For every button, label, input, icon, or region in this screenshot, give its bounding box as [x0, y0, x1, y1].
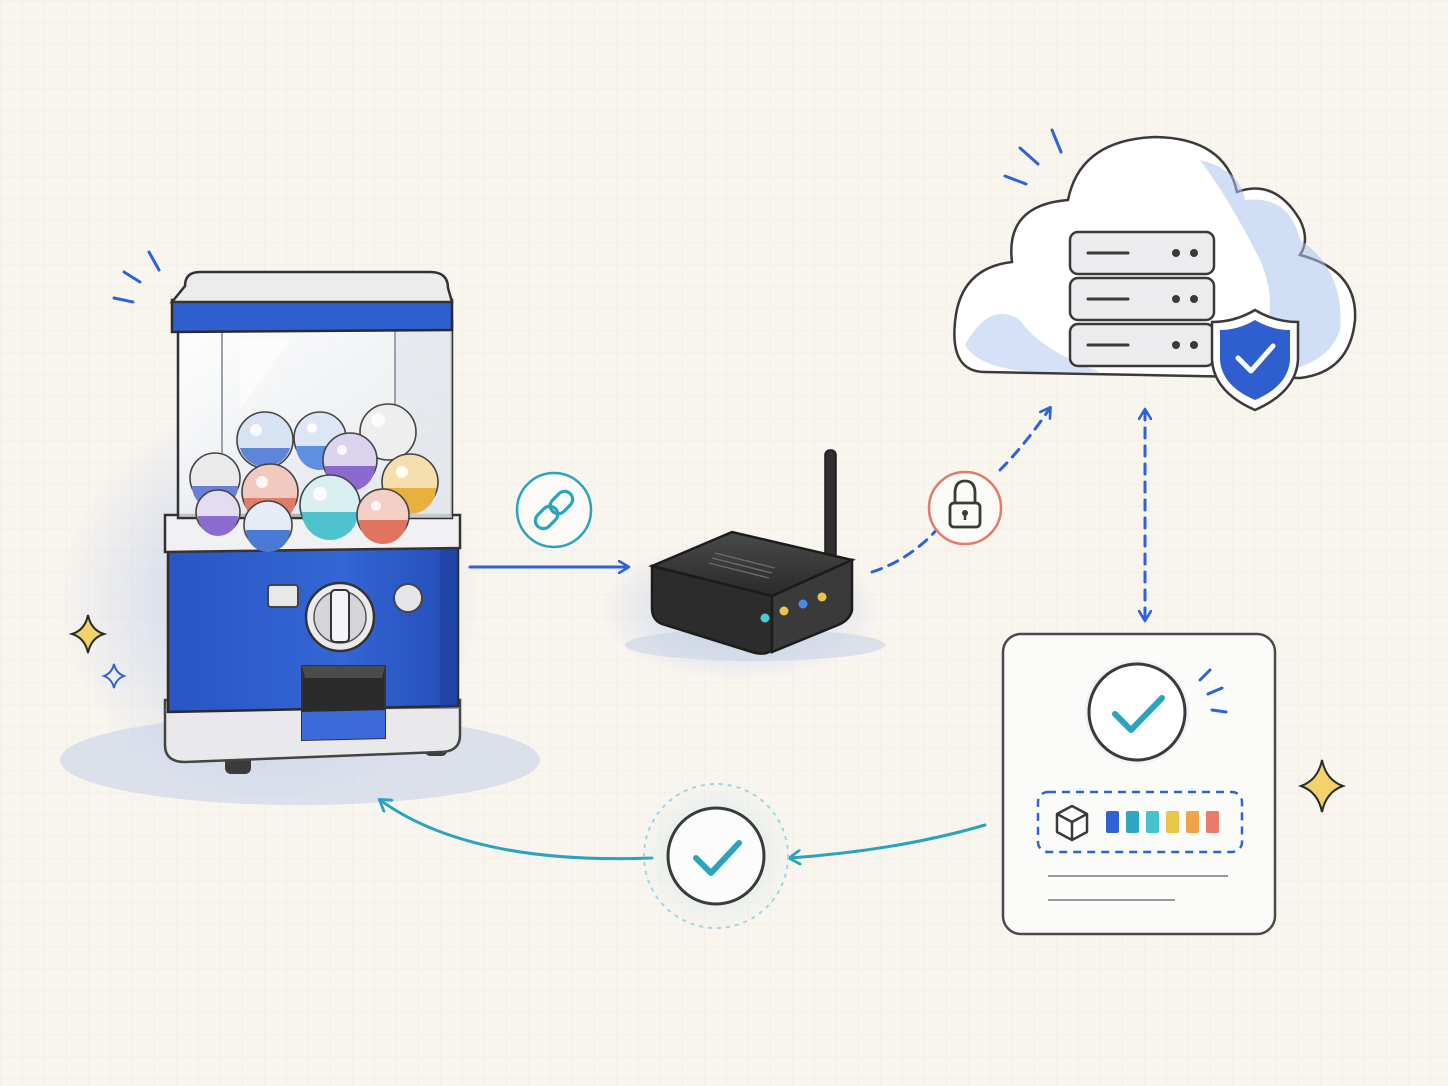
progress-segment — [1206, 811, 1219, 833]
check-circle-icon — [666, 806, 766, 906]
card-rays-icon — [1198, 668, 1228, 714]
lock-icon — [927, 470, 1003, 546]
token-box — [1036, 790, 1244, 854]
progress-segment — [1126, 811, 1139, 833]
router-led — [779, 606, 789, 616]
link-icon — [515, 471, 593, 549]
cloud-rays-icon — [1003, 128, 1063, 186]
sparkle-star-icon — [68, 614, 127, 689]
gumball-machine-icon — [60, 270, 540, 805]
progress-segment — [1106, 811, 1119, 833]
router-led — [817, 592, 827, 602]
router-leds — [760, 592, 827, 623]
sparkle-star-icon — [1297, 759, 1347, 813]
progress-segment — [1146, 811, 1159, 833]
shield-check-icon — [1210, 308, 1300, 412]
return-check-badge — [642, 782, 790, 930]
progress-segments — [1106, 811, 1219, 833]
check-circle-icon — [1085, 660, 1189, 764]
progress-segment — [1186, 811, 1199, 833]
router-icon — [600, 449, 885, 680]
sparkle-rays-icon — [112, 250, 161, 304]
confirmation-card — [1001, 632, 1277, 936]
router-led — [798, 599, 808, 609]
connector-card-to-machine — [380, 800, 987, 859]
router-led — [760, 613, 770, 623]
progress-segment — [1166, 811, 1179, 833]
cube-icon — [1055, 804, 1089, 842]
